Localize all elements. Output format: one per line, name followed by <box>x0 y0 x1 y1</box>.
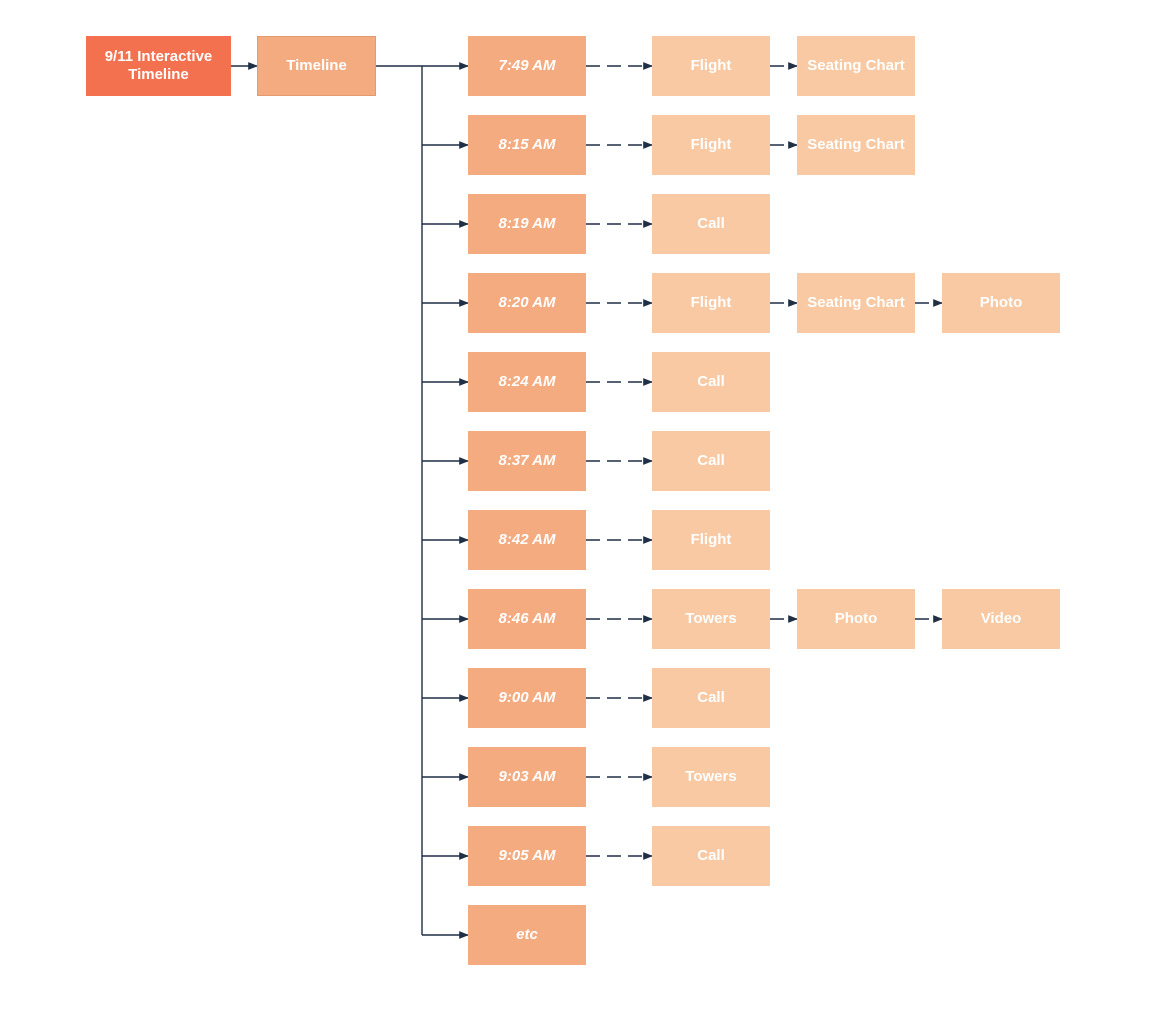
photo-node[interactable]: Photo <box>797 589 915 649</box>
time-label: 7:49 AM <box>498 57 556 74</box>
call-node[interactable]: Call <box>652 431 770 491</box>
call-node[interactable]: Call <box>652 668 770 728</box>
seating-chart-label: Seating Chart <box>807 294 905 311</box>
time-label: etc <box>516 926 538 943</box>
call-label: Call <box>697 452 725 469</box>
time-node[interactable]: 8:20 AM <box>468 273 586 333</box>
time-node[interactable]: 8:46 AM <box>468 589 586 649</box>
seating-chart-label: Seating Chart <box>807 57 905 74</box>
timeline-label: Timeline <box>286 57 347 74</box>
time-label: 8:19 AM <box>498 215 556 232</box>
seating-chart-node[interactable]: Seating Chart <box>797 115 915 175</box>
time-node[interactable]: 9:00 AM <box>468 668 586 728</box>
time-label: 8:42 AM <box>498 531 556 548</box>
time-node[interactable]: 9:03 AM <box>468 747 586 807</box>
towers-node[interactable]: Towers <box>652 747 770 807</box>
video-node[interactable]: Video <box>942 589 1060 649</box>
photo-label: Photo <box>834 610 878 627</box>
towers-label: Towers <box>685 768 737 785</box>
time-label: 9:05 AM <box>498 847 556 864</box>
call-node[interactable]: Call <box>652 826 770 886</box>
time-label: 8:24 AM <box>498 373 556 390</box>
call-label: Call <box>697 689 725 706</box>
flight-label: Flight <box>690 57 732 74</box>
seating-chart-label: Seating Chart <box>807 136 905 153</box>
call-node[interactable]: Call <box>652 194 770 254</box>
call-label: Call <box>697 373 725 390</box>
seating-chart-node[interactable]: Seating Chart <box>797 273 915 333</box>
video-label: Video <box>980 610 1022 627</box>
time-node[interactable]: 8:42 AM <box>468 510 586 570</box>
time-label: 8:20 AM <box>498 294 556 311</box>
seating-chart-node[interactable]: Seating Chart <box>797 36 915 96</box>
time-label: 8:46 AM <box>498 610 556 627</box>
time-node[interactable]: 8:37 AM <box>468 431 586 491</box>
time-label: 9:03 AM <box>498 768 556 785</box>
call-node[interactable]: Call <box>652 352 770 412</box>
time-node[interactable]: 8:19 AM <box>468 194 586 254</box>
root-label: 9/11 Interactive Timeline <box>104 48 213 83</box>
time-node[interactable]: etc <box>468 905 586 965</box>
towers-label: Towers <box>685 610 737 627</box>
flight-label: Flight <box>690 136 732 153</box>
time-label: 8:37 AM <box>498 452 556 469</box>
time-node[interactable]: 7:49 AM <box>468 36 586 96</box>
flight-node[interactable]: Flight <box>652 273 770 333</box>
time-label: 8:15 AM <box>498 136 556 153</box>
timeline-node[interactable]: Timeline <box>257 36 376 96</box>
time-label: 9:00 AM <box>498 689 556 706</box>
flight-label: Flight <box>690 294 732 311</box>
call-label: Call <box>697 215 725 232</box>
photo-label: Photo <box>979 294 1023 311</box>
flight-node[interactable]: Flight <box>652 115 770 175</box>
photo-node[interactable]: Photo <box>942 273 1060 333</box>
towers-node[interactable]: Towers <box>652 589 770 649</box>
flight-label: Flight <box>690 531 732 548</box>
flight-node[interactable]: Flight <box>652 36 770 96</box>
root-node[interactable]: 9/11 Interactive Timeline <box>86 36 231 96</box>
time-node[interactable]: 8:15 AM <box>468 115 586 175</box>
flight-node[interactable]: Flight <box>652 510 770 570</box>
time-node[interactable]: 8:24 AM <box>468 352 586 412</box>
time-node[interactable]: 9:05 AM <box>468 826 586 886</box>
call-label: Call <box>697 847 725 864</box>
